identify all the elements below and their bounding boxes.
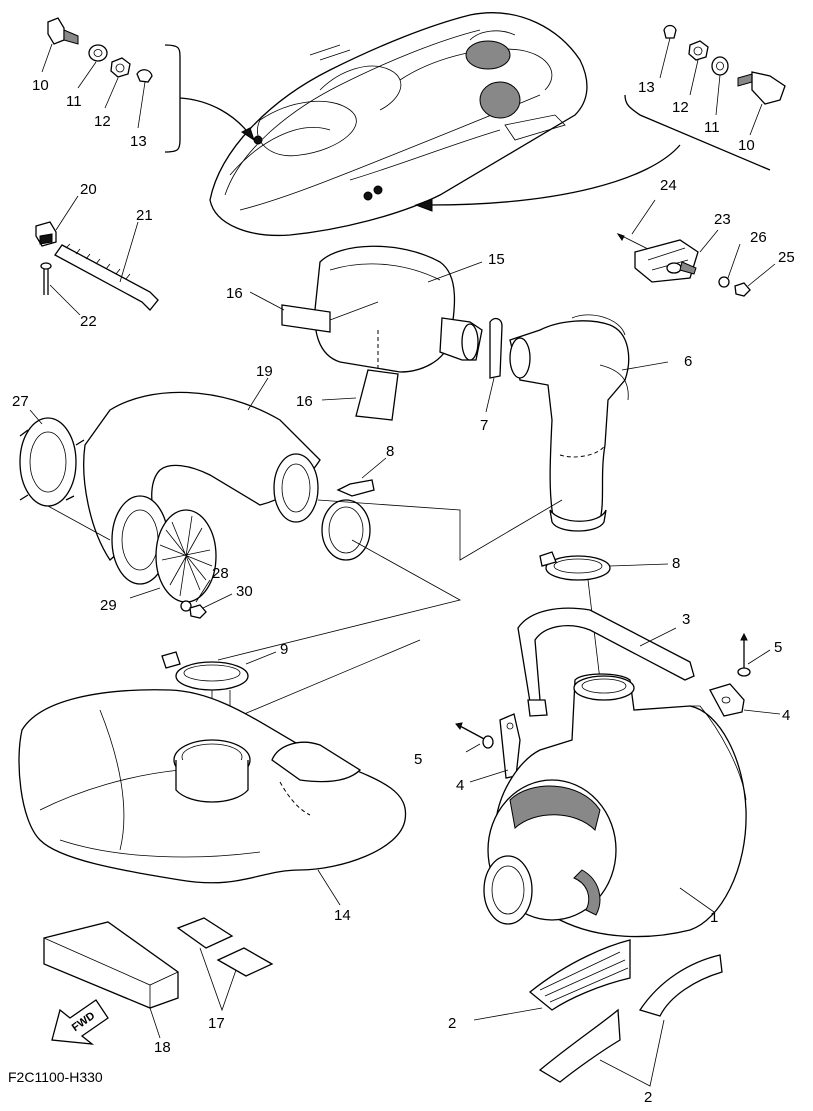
part-1-muffler [483, 673, 747, 938]
callout-5: 5 [414, 751, 422, 768]
callout-3: 3 [682, 611, 690, 628]
callout-6: 6 [684, 353, 692, 370]
callout-18: 18 [154, 1039, 171, 1056]
callout-16: 16 [226, 285, 243, 302]
callout-17: 17 [208, 1015, 225, 1032]
callout-25: 25 [778, 249, 795, 266]
clip-tie-rivet [35, 195, 159, 316]
callout-20: 20 [80, 181, 97, 198]
callout-4: 4 [456, 777, 464, 794]
callout-27: 27 [12, 393, 29, 410]
callout-11: 11 [66, 93, 82, 110]
callout-12: 12 [672, 99, 689, 116]
left-bracket-arrow [164, 44, 255, 153]
callout-12: 12 [94, 113, 111, 130]
fwd-arrow [51, 999, 109, 1045]
part-28-30-fasteners [180, 579, 233, 619]
callout-8: 8 [672, 555, 680, 572]
callout-13: 13 [130, 133, 147, 150]
part-16-pads [249, 291, 399, 421]
right-bracket-arrow [414, 94, 771, 212]
part-15-air-box [314, 245, 483, 373]
callout-22: 22 [80, 313, 97, 330]
part-4-5-fasteners [455, 632, 781, 783]
callout-4: 4 [782, 707, 790, 724]
callout-13: 13 [638, 79, 655, 96]
part-19-exhaust-pipe [83, 377, 321, 585]
callout-labels: 10 11 12 13 13 12 11 10 20 21 22 24 23 2… [12, 77, 795, 1106]
diagram-code: F2C1100-H330 [8, 1069, 103, 1085]
callout-2: 2 [644, 1089, 652, 1106]
part-27-plate [19, 409, 111, 541]
part-2-pads [473, 939, 723, 1087]
callout-26: 26 [750, 229, 767, 246]
hardware-set-left [41, 17, 153, 129]
callout-24: 24 [660, 177, 677, 194]
part-14-water-box [18, 689, 407, 906]
callout-7: 7 [480, 417, 488, 434]
hardware-set-right [659, 24, 786, 136]
part-3-strap [517, 607, 695, 717]
callout-30: 30 [236, 583, 253, 600]
part-8-clamp-lower [539, 551, 669, 581]
watercraft-illustration [209, 12, 588, 237]
part-8-clamp-upper [321, 457, 387, 561]
callout-9: 9 [280, 641, 288, 658]
callout-10: 10 [32, 77, 49, 94]
part-18-block [43, 921, 179, 1039]
callout-29: 29 [100, 597, 117, 614]
part-17-pads [176, 917, 274, 1012]
callout-10: 10 [738, 137, 755, 154]
callout-11: 11 [704, 119, 720, 136]
callout-23: 23 [714, 211, 731, 228]
callout-14: 14 [334, 907, 351, 924]
callout-5: 5 [774, 639, 782, 656]
mount-bracket-set [616, 199, 776, 297]
part-6-elbow-pipe [509, 314, 669, 532]
callout-16: 16 [296, 393, 313, 410]
callout-21: 21 [136, 207, 153, 224]
callout-8: 8 [386, 443, 394, 460]
callout-2: 2 [448, 1015, 456, 1032]
callout-28: 28 [212, 565, 229, 582]
part-9-clamp [161, 651, 277, 691]
callout-15: 15 [488, 251, 505, 268]
callout-19: 19 [256, 363, 273, 380]
callout-1: 1 [710, 909, 718, 926]
part-7-clamp [485, 317, 503, 413]
